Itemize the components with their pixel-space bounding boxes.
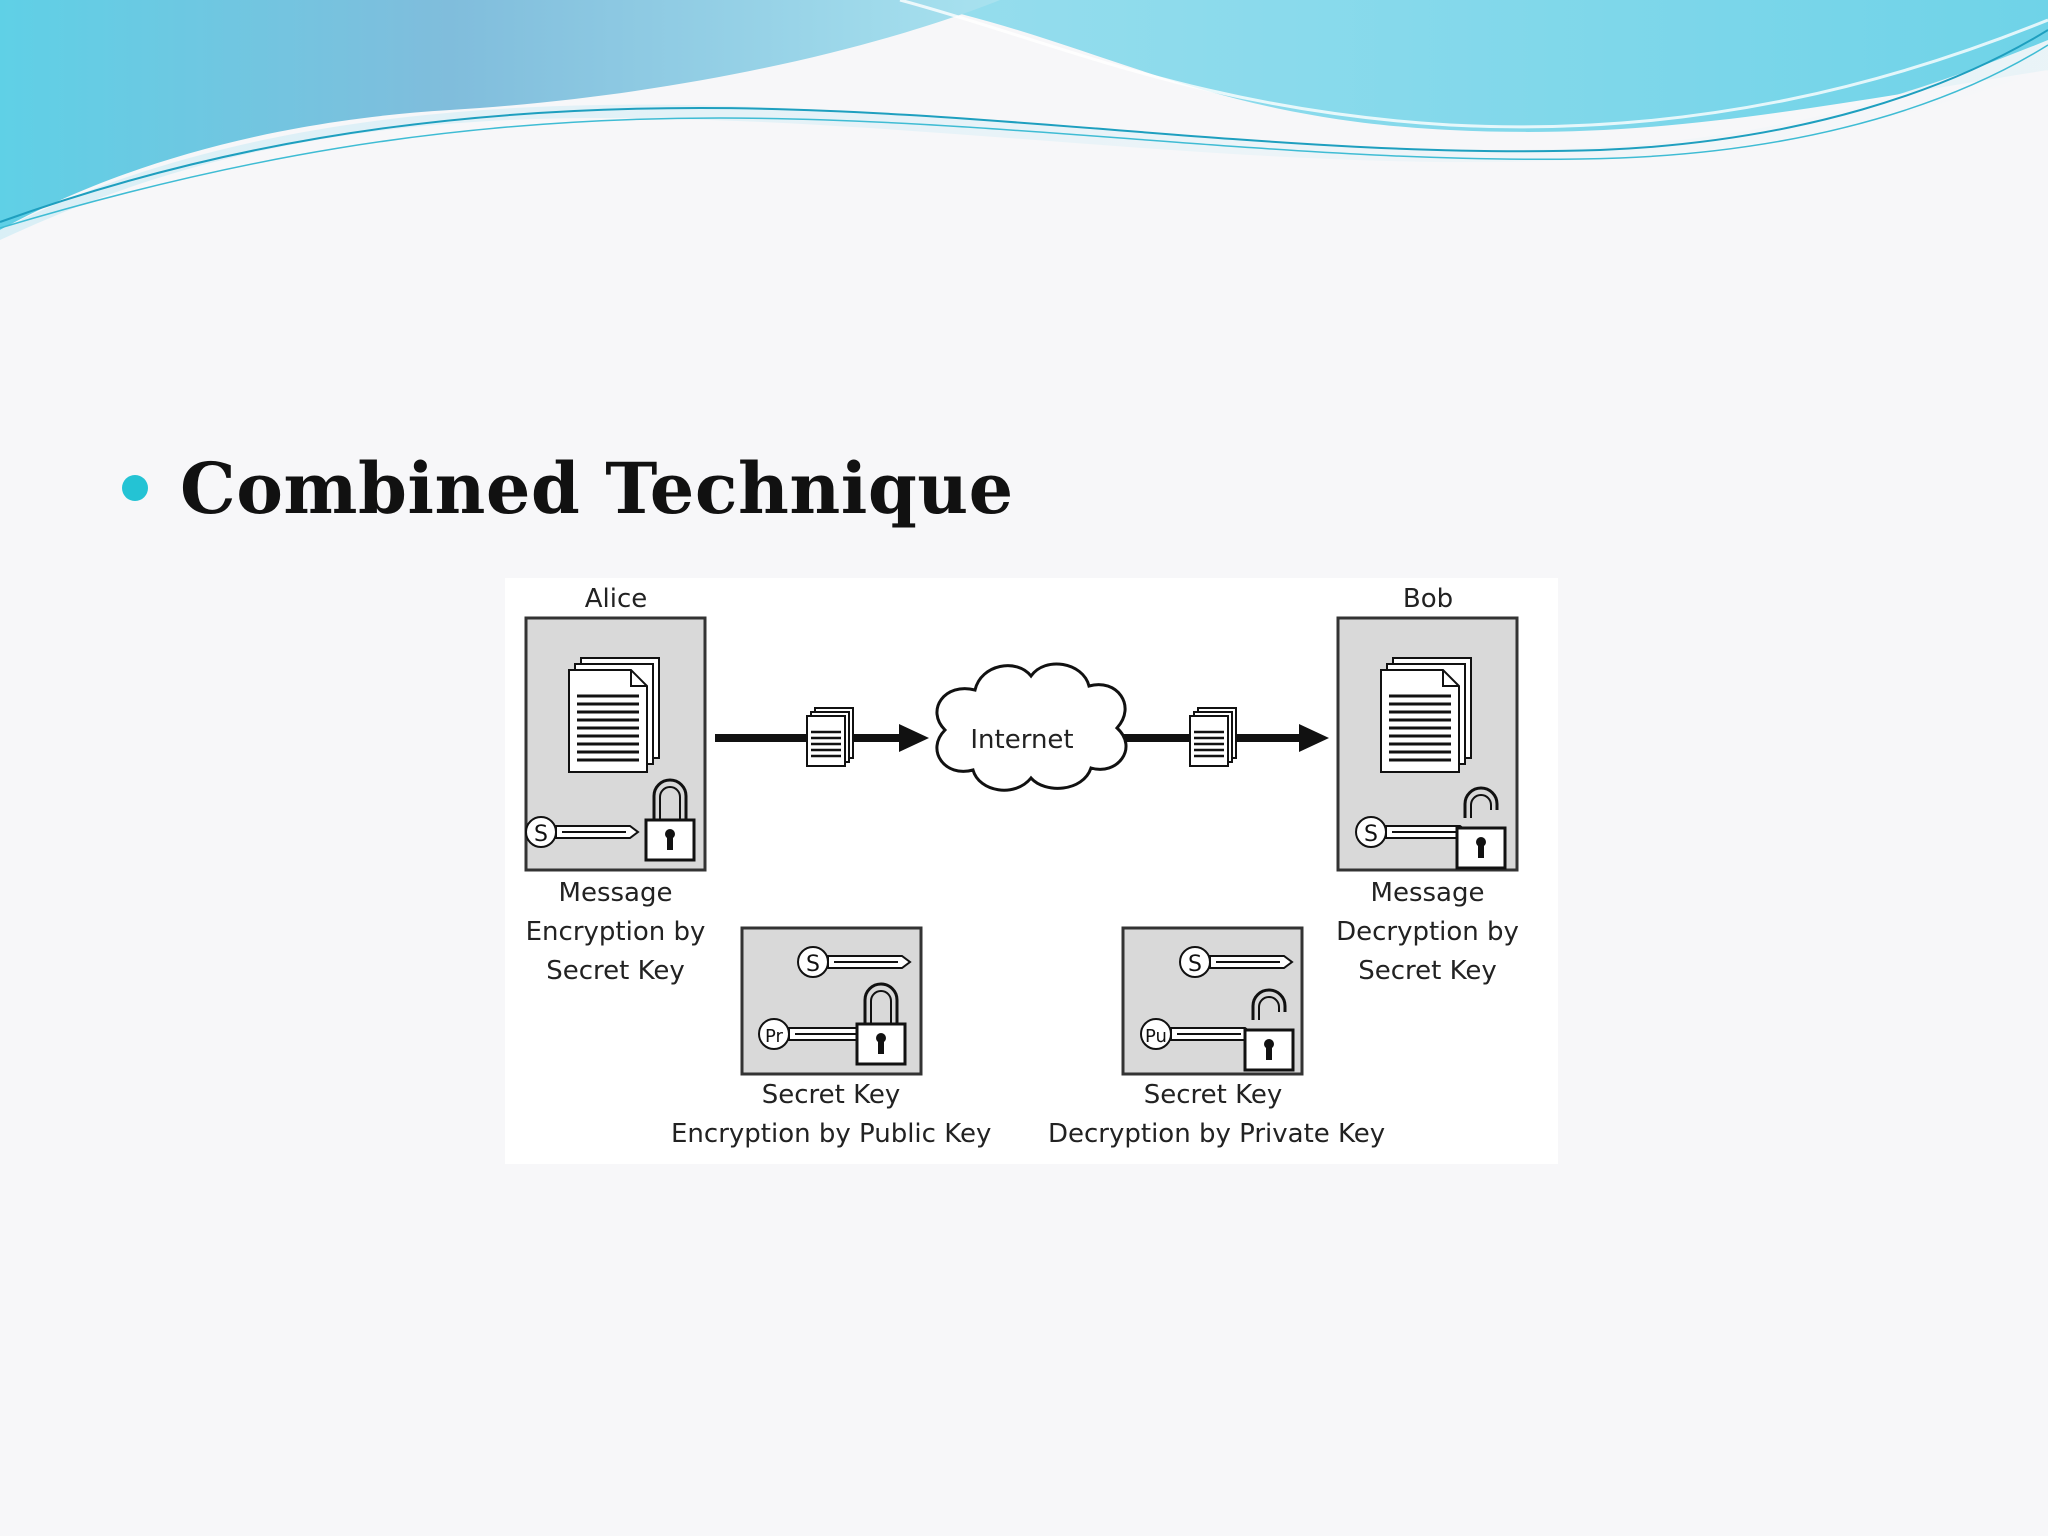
key-decryption-box: S Pu xyxy=(1121,926,1304,1076)
arrow-to-internet xyxy=(715,706,929,768)
sender-caption: Message Encryption by Secret Key xyxy=(505,874,726,991)
diagram-graphics: S S xyxy=(524,616,1519,1076)
alice-box: S xyxy=(524,616,707,872)
caption-line: Encryption by Public Key xyxy=(671,1119,992,1149)
caption-line: Secret Key xyxy=(761,1080,901,1110)
svg-text:S: S xyxy=(534,822,548,847)
key-encryption-box: S Pr xyxy=(740,926,923,1076)
svg-text:S: S xyxy=(1188,952,1202,977)
encryption-diagram: S S xyxy=(505,578,1558,1164)
caption-line: Decryption by Private Key xyxy=(1048,1119,1386,1149)
bob-label: Bob xyxy=(1402,584,1454,614)
document-stack-icon xyxy=(567,656,661,774)
svg-text:Pr: Pr xyxy=(765,1026,784,1047)
private-key-icon: Pu xyxy=(1140,1018,1254,1050)
bob-box: S xyxy=(1336,616,1519,872)
caption-line: Secret Key xyxy=(1143,1080,1283,1110)
bullet-dot-icon xyxy=(122,475,148,501)
caption-line: Encryption by xyxy=(525,917,706,947)
arrow-to-bob xyxy=(1115,706,1329,768)
secret-key-icon: S xyxy=(797,946,911,978)
bullet-row: Combined Technique xyxy=(122,438,1014,538)
caption-line: Secret Key xyxy=(1358,956,1497,986)
alice-label: Alice xyxy=(584,584,648,614)
svg-text:Pu: Pu xyxy=(1145,1026,1167,1047)
key-decryption-caption: Secret Key Decryption by Private Key xyxy=(1048,1076,1386,1154)
encrypted-document-icon xyxy=(1188,706,1238,768)
svg-text:Internet: Internet xyxy=(970,725,1073,755)
secret-key-icon: S xyxy=(1179,946,1293,978)
caption-line: Secret Key xyxy=(546,956,685,986)
bullet-text: Combined Technique xyxy=(180,446,1014,530)
key-encryption-caption: Secret Key Encryption by Public Key xyxy=(671,1076,991,1154)
header-wave-decoration xyxy=(0,0,2048,240)
svg-text:S: S xyxy=(806,952,820,977)
public-key-icon: Pr xyxy=(758,1018,872,1050)
caption-line: Decryption by xyxy=(1336,917,1519,947)
document-stack-icon xyxy=(1379,656,1473,774)
svg-text:S: S xyxy=(1364,822,1378,847)
internet-cloud-icon: Internet xyxy=(935,662,1128,792)
secret-key-icon: S xyxy=(1355,816,1469,848)
caption-line: Message xyxy=(558,878,673,908)
encrypted-document-icon xyxy=(805,706,855,768)
receiver-caption: Message Decryption by Secret Key xyxy=(1317,874,1538,991)
secret-key-icon: S xyxy=(525,816,639,848)
caption-line: Message xyxy=(1370,878,1485,908)
